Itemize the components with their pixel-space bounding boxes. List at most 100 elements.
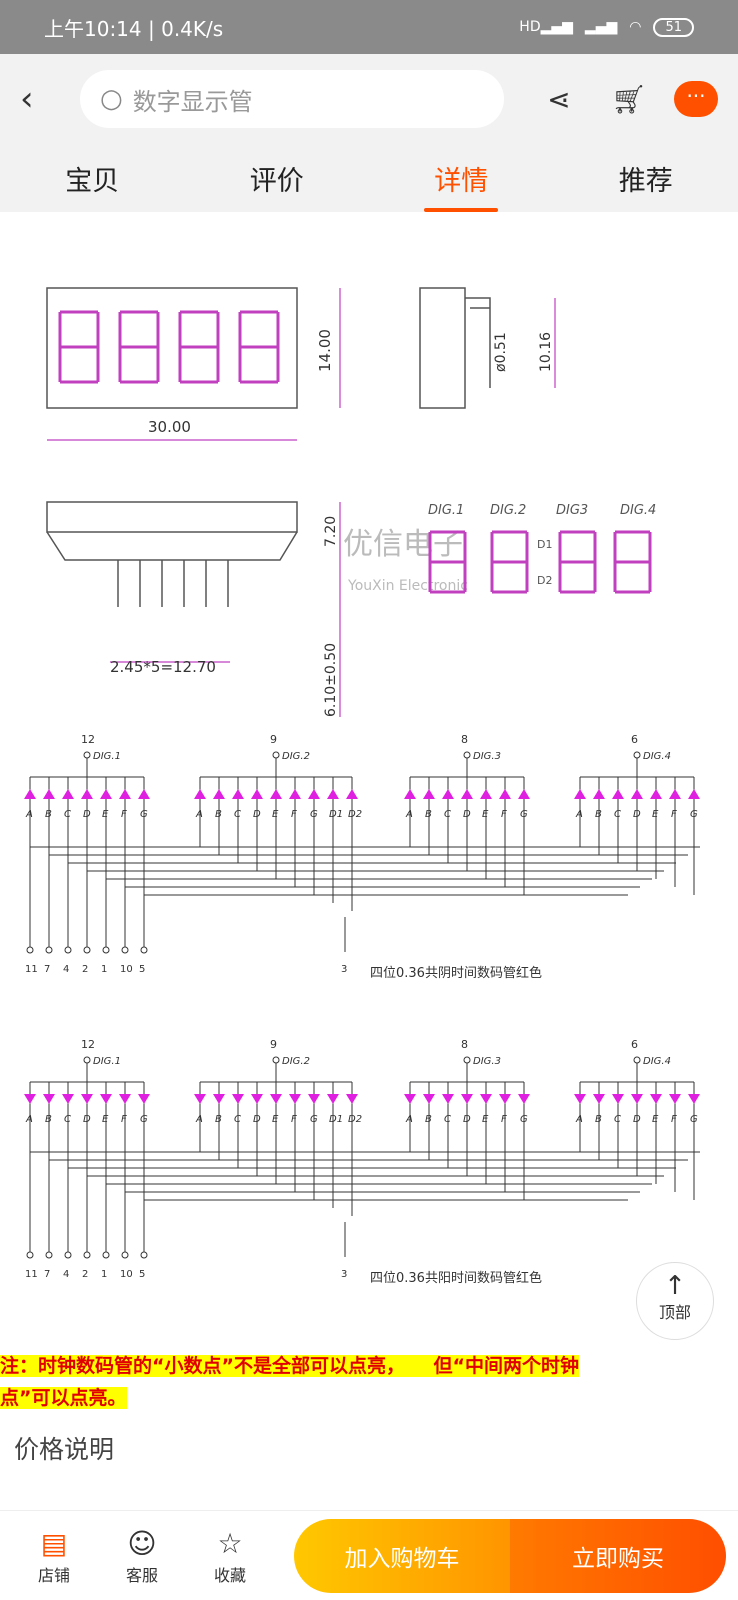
back-icon[interactable]: ‹	[20, 79, 34, 119]
segment-label: D1	[329, 809, 343, 820]
segment-label: F	[291, 809, 297, 820]
more-icon[interactable]: ···	[674, 81, 718, 117]
pin-terminal	[45, 946, 53, 954]
pin-terminal	[633, 1056, 641, 1064]
diode-mark	[194, 1094, 206, 1104]
pin-terminal	[26, 946, 34, 954]
diode-mark	[119, 1094, 131, 1104]
dim-pitch: 2.45*5=12.70	[110, 658, 216, 676]
diode-mark	[423, 789, 435, 799]
segment-label: C	[234, 809, 241, 820]
segment-label: C	[614, 1114, 621, 1125]
dot-label: D1	[537, 538, 552, 551]
segment-label: C	[444, 1114, 451, 1125]
diode-mark	[688, 789, 700, 799]
segment-label: G	[140, 1114, 148, 1125]
diode-mark	[100, 789, 112, 799]
tab-review[interactable]: 评价	[249, 165, 304, 197]
digit-pin-label: 6	[631, 733, 638, 746]
tab-bar: 宝贝 评价 详情 推荐	[0, 144, 738, 212]
pin-terminal	[45, 1251, 53, 1259]
segment-label: A	[405, 809, 413, 820]
diode-mark	[631, 789, 643, 799]
segment-label: A	[195, 1114, 203, 1125]
buy-now-button[interactable]: 立即购买	[510, 1518, 726, 1593]
pin-terminal	[272, 1056, 280, 1064]
bottom-pin-label: 1	[101, 1269, 107, 1280]
bottom-pin-label: 2	[82, 964, 88, 975]
diode-mark	[631, 1094, 643, 1104]
digit-label: DIG.1	[428, 503, 464, 518]
pin-terminal	[463, 1056, 471, 1064]
bottom-pin-label: 7	[44, 1269, 50, 1280]
search-input[interactable]: ○ 数字显示管	[80, 70, 504, 128]
pin-terminal	[121, 1251, 129, 1259]
bottom-pin-label: 1	[101, 964, 107, 975]
segment-label: B	[425, 1114, 432, 1125]
tab-item[interactable]: 宝贝	[65, 165, 120, 197]
star-icon: ☆	[217, 1526, 243, 1560]
segment-label: E	[272, 1114, 279, 1125]
digit-pin-label: 9	[270, 733, 277, 746]
segment-label: E	[102, 1114, 109, 1125]
diode-mark	[138, 1094, 150, 1104]
seven-segment-digit	[428, 530, 467, 594]
digit-label: DIG.2	[490, 503, 526, 518]
diode-mark	[480, 789, 492, 799]
segment-label: D1	[329, 1114, 343, 1125]
shop-button[interactable]: ▤店铺	[10, 1526, 98, 1586]
bottom-bar: ▤店铺 ☺客服 ☆收藏 加入购物车 立即购买	[0, 1510, 738, 1600]
pin-terminal	[121, 946, 129, 954]
favorite-button[interactable]: ☆收藏	[186, 1526, 274, 1586]
segment-label: F	[291, 1114, 297, 1125]
digit-label: DIG.3	[473, 1056, 501, 1067]
dim-body: 7.20	[323, 516, 339, 547]
diode-mark	[81, 1094, 93, 1104]
seven-segment-digit	[238, 310, 280, 384]
segment-label: E	[652, 1114, 659, 1125]
digit-pin-label: 12	[81, 733, 95, 746]
bottom-pin-label: 4	[63, 1269, 69, 1280]
diode-mark	[62, 789, 74, 799]
diode-mark	[650, 1094, 662, 1104]
segment-label: G	[520, 1114, 528, 1125]
cart-icon[interactable]: 🛒︎	[611, 82, 647, 116]
digit-pin-label: 8	[461, 1038, 468, 1051]
bottom-pin-label: 5	[139, 1269, 145, 1280]
service-button[interactable]: ☺客服	[98, 1526, 186, 1586]
digit-label: DIG.4	[643, 751, 671, 762]
diode-mark	[404, 1094, 416, 1104]
segment-label: B	[425, 809, 432, 820]
digit-pin-label: 12	[81, 1038, 95, 1051]
pin-terminal	[140, 946, 148, 954]
diode-mark	[251, 1094, 263, 1104]
digit-pin-label: 9	[270, 1038, 277, 1051]
segment-label: F	[121, 809, 127, 820]
tab-detail[interactable]: 详情	[424, 159, 499, 212]
dim-pinlen: 6.10±0.50	[323, 643, 339, 717]
dim-depth: 10.16	[538, 332, 554, 372]
pin-terminal	[83, 1251, 91, 1259]
bottom-pin-label: 10	[120, 1269, 133, 1280]
seven-segment-digit	[58, 310, 100, 384]
pin-terminal	[102, 946, 110, 954]
segment-label: B	[595, 809, 602, 820]
digit-label: DIG.4	[620, 503, 656, 518]
digit-label: DIG.1	[93, 1056, 121, 1067]
pin-terminal	[83, 751, 91, 759]
share-icon[interactable]: ⋖	[547, 82, 571, 116]
diode-mark	[24, 789, 36, 799]
add-to-cart-button[interactable]: 加入购物车	[294, 1518, 510, 1593]
tab-recommend[interactable]: 推荐	[618, 165, 673, 197]
seven-segment-digit	[490, 530, 529, 594]
segment-label: C	[64, 809, 71, 820]
seven-segment-digit	[613, 530, 652, 594]
segment-label: F	[121, 1114, 127, 1125]
pin-terminal	[140, 1251, 148, 1259]
back-to-top-button[interactable]: ↑ 顶部	[636, 1262, 714, 1340]
segment-label: C	[234, 1114, 241, 1125]
arrow-up-icon: ↑	[664, 1271, 686, 1301]
pin-terminal	[26, 1251, 34, 1259]
segment-label: D2	[348, 809, 362, 820]
diode-mark	[499, 1094, 511, 1104]
